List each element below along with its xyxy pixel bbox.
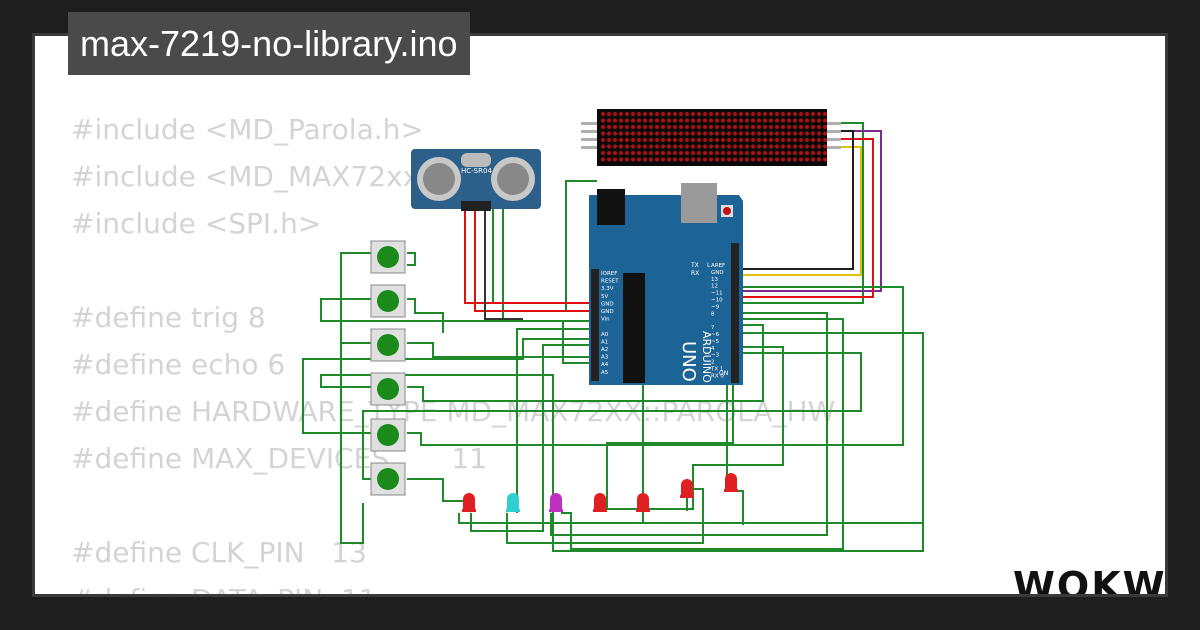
pin-label: 12 [711,284,718,290]
pin-label: GND [601,309,614,315]
pin-label: TX 1 [710,367,723,373]
push-button[interactable] [370,284,406,318]
code-line: #define CLK_PIN 13 [71,536,367,569]
led[interactable] [724,473,738,492]
sensor-label: HC-SR04 [461,167,492,175]
l-label: L [707,262,711,269]
pin-label: A4 [601,362,609,368]
pin-label: RX 0 [711,373,724,379]
led[interactable] [636,493,650,512]
pin-label: IOREF [601,271,617,277]
led[interactable] [462,493,476,512]
code-line: #define echo 6 [71,348,286,381]
pin-label: ~6 [711,332,720,338]
pin-label: GND [601,301,614,307]
project-title: max-7219-no-library.ino [68,12,470,75]
push-buttons [370,240,406,496]
code-line: #define DATA_PIN 11 [71,576,835,594]
board-brand: ARDUINO [700,331,713,383]
pin-label: 7 [711,325,715,331]
pin-label: RESET [601,279,619,285]
sensor-wires [464,211,593,320]
pin-label: 5V [601,294,608,300]
code-line: #define MAX_DEVICES 11 [71,442,488,475]
pin-label: 13 [711,277,718,283]
push-button[interactable] [370,462,406,496]
pin-label: A2 [601,347,608,353]
push-button[interactable] [370,240,406,274]
led[interactable] [549,493,563,512]
pin-label: A0 [601,332,609,338]
matrix-dots [601,112,827,162]
matrix-wires [733,122,882,304]
arduino-uno-board[interactable]: ARDUINO UNO IOREFRESET3.3V5VGNDGNDVinA0A… [589,183,743,385]
pin-label: A5 [601,370,609,376]
rx-label: RX [691,270,699,277]
pin-label: ~11 [711,291,723,297]
push-button[interactable] [370,328,406,362]
tx-label: TX [690,262,699,269]
pin-label: ~9 [711,304,720,310]
board-model: UNO [678,341,699,382]
on-label: ON [719,370,728,377]
led[interactable] [593,493,607,512]
hc-sr04-sensor[interactable]: HC-SR04 [411,149,541,211]
leds [462,473,738,512]
push-button[interactable] [370,372,406,406]
code-line: #define trig 8 [71,301,266,334]
led[interactable] [680,479,694,498]
pin-label: ~3 [711,353,720,359]
pin-label: 3.3V [601,286,614,292]
pin-label: 2 [711,360,715,366]
code-line: #include <MD_Parola.h> [71,113,424,146]
pin-label: A1 [601,339,608,345]
wokwi-logo: WOKWi [1013,564,1168,597]
led-matrix-module[interactable] [581,109,841,166]
pin-label: Vin [601,317,610,323]
led[interactable] [506,493,520,512]
circuit-diagram: ARDUINO UNO IOREFRESET3.3V5VGNDGNDVinA0A… [302,109,924,552]
circuit-wires [302,180,924,552]
simulator-canvas: #include <MD_Parola.h>#include <MD_MAX72… [32,33,1168,597]
pin-label: 8 [711,311,715,317]
pin-label: ~10 [711,298,723,304]
code-line: #include <SPI.h> [71,207,322,240]
pin-label: GND [711,270,724,276]
pin-label: AREF [711,263,725,269]
pin-label: A3 [601,355,609,361]
push-button[interactable] [370,418,406,452]
pin-label: ~5 [711,339,720,345]
pin-label: 4 [711,346,715,352]
